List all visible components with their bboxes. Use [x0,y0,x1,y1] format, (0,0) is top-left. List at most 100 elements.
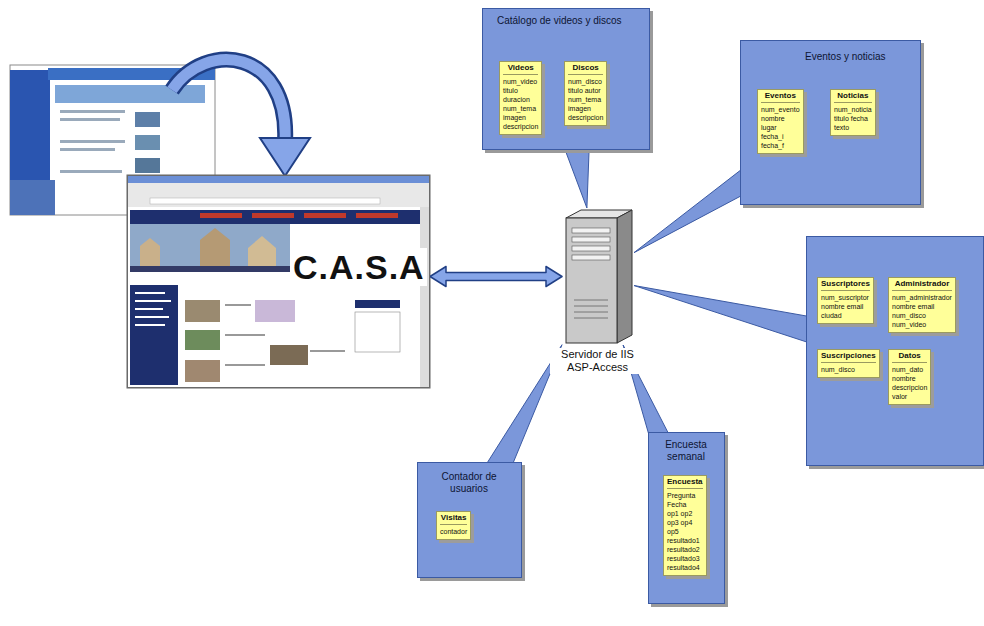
building [248,236,276,266]
callout-bubble: Encuesta semanalEncuestaPregunta Fecha o… [648,432,725,604]
old-text-line [60,170,122,173]
building [200,228,230,266]
site-tab [200,213,242,218]
building [140,238,160,266]
old-text-line [60,148,115,151]
callout-tail [634,286,815,343]
site-tab [252,213,294,218]
menu-line [135,300,171,302]
site-tab [356,213,398,218]
text-line [225,334,265,336]
site-photo [185,330,220,350]
old-text-line [60,140,125,143]
menu-line [135,292,165,294]
table-fields: Pregunta Fecha op1 op2 op3 op4 op5 resul… [667,491,700,572]
table-fields: num_disco [821,365,855,374]
database-table: Eventos num_evento nombre lugar fecha_i f… [757,89,804,154]
table-name: Datos [892,351,927,363]
site-photo [185,360,220,382]
vent [574,300,608,301]
site-photo [185,300,220,322]
title-bar [127,175,430,183]
server-label: Servidor de IIS ASP-Access [550,348,645,374]
callout-tail [564,142,590,208]
table-fields: num_disco titulo autor num_tema imagen d… [568,77,603,122]
site-banner [130,210,420,224]
callout-bubble: Catálogo de videos y discosVideos num_vid… [482,8,650,150]
curved-arrow [172,60,310,176]
new-site-screenshot [127,175,430,388]
menu-strip [130,266,290,272]
drive-bay [572,246,610,251]
table-fields: contador [440,527,467,536]
scrollbar [420,207,429,387]
old-photo [135,135,160,150]
database-table: Suscriptores num_suscriptor nombre email … [817,277,874,324]
database-table: Administrador num_administrador nombre em… [888,277,956,333]
old-text-line [60,118,120,121]
site-sidebar [130,285,178,385]
text-line [225,304,251,306]
old-panel [10,180,55,215]
drive-bay [572,255,610,260]
table-fields: num_suscriptor nombre email ciudad [821,293,869,320]
site-photo [255,300,295,322]
database-table: Datos num_dato nombre descripcion valor [888,349,931,405]
table-name: Administrador [892,279,952,291]
site-tab [304,213,346,218]
server-side [617,210,632,343]
vent [574,318,608,319]
table-name: Visitas [440,513,467,525]
drive-bay [572,237,610,242]
callout-title: Catálogo de videos y discos [497,15,637,27]
old-photo [135,158,160,173]
server-icon: Servidor de IIS ASP-Access [562,208,634,345]
callout-title: Eventos y noticias [805,51,913,63]
menu-line [135,324,165,326]
curved-arrow-body [172,60,285,142]
table-name: Suscripciones [821,351,876,363]
callout-bubble: Contador de usuariosVisitas contador [417,462,522,578]
vent [574,312,608,313]
toolbar [128,183,429,207]
browser-window [127,175,430,388]
site-logo: C.A.S.A [291,248,427,286]
table-fields: num_evento nombre lugar fecha_i fecha_f [761,105,800,150]
server-tower [566,210,632,343]
text-line [310,350,345,352]
block-arrow [430,267,562,287]
table-fields: num_video titulo duracion num_tema image… [503,77,538,131]
side-box-title [355,300,400,308]
curved-arrow-head [260,138,310,176]
vent [574,306,608,307]
website-screenshot: C.A.S.A [127,175,430,388]
table-fields: num_administrador nombre email num_disco… [892,293,952,329]
old-photo [135,112,160,127]
old-text-line [60,110,125,113]
table-name: Noticias [834,91,872,103]
side-box [355,312,400,352]
table-name: Videos [503,63,538,75]
site-photo [270,345,308,365]
database-table: Suscripciones num_disco [817,349,880,378]
database-table: Discosnum_disco titulo autor num_tema im… [564,61,607,126]
table-name: Encuesta [667,477,703,489]
database-table: Noticias num_noticia titulo fecha texto [830,89,876,136]
table-name: Eventos [761,91,800,103]
menu-line [135,308,163,310]
table-name: Suscriptores [821,279,870,291]
callout-title: Encuesta semanal [655,439,717,463]
callout-bubble: Suscriptores num_suscriptor nombre email … [806,236,984,466]
address-bar [150,198,380,204]
database-table: EncuestaPregunta Fecha op1 op2 op3 op4 o… [663,475,707,576]
curved-arrow-outline [172,60,285,142]
database-table: Videos num_video titulo duracion num_tema… [499,61,542,135]
text-line [225,364,265,366]
callout-tail [634,168,752,252]
drive-bay [572,228,610,233]
table-fields: num_noticia titulo fecha texto [834,105,872,132]
callout-title: Contador de usuarios [424,471,514,495]
table-fields: num_dato nombre descripcion valor [892,365,927,401]
menu-line [135,316,169,318]
